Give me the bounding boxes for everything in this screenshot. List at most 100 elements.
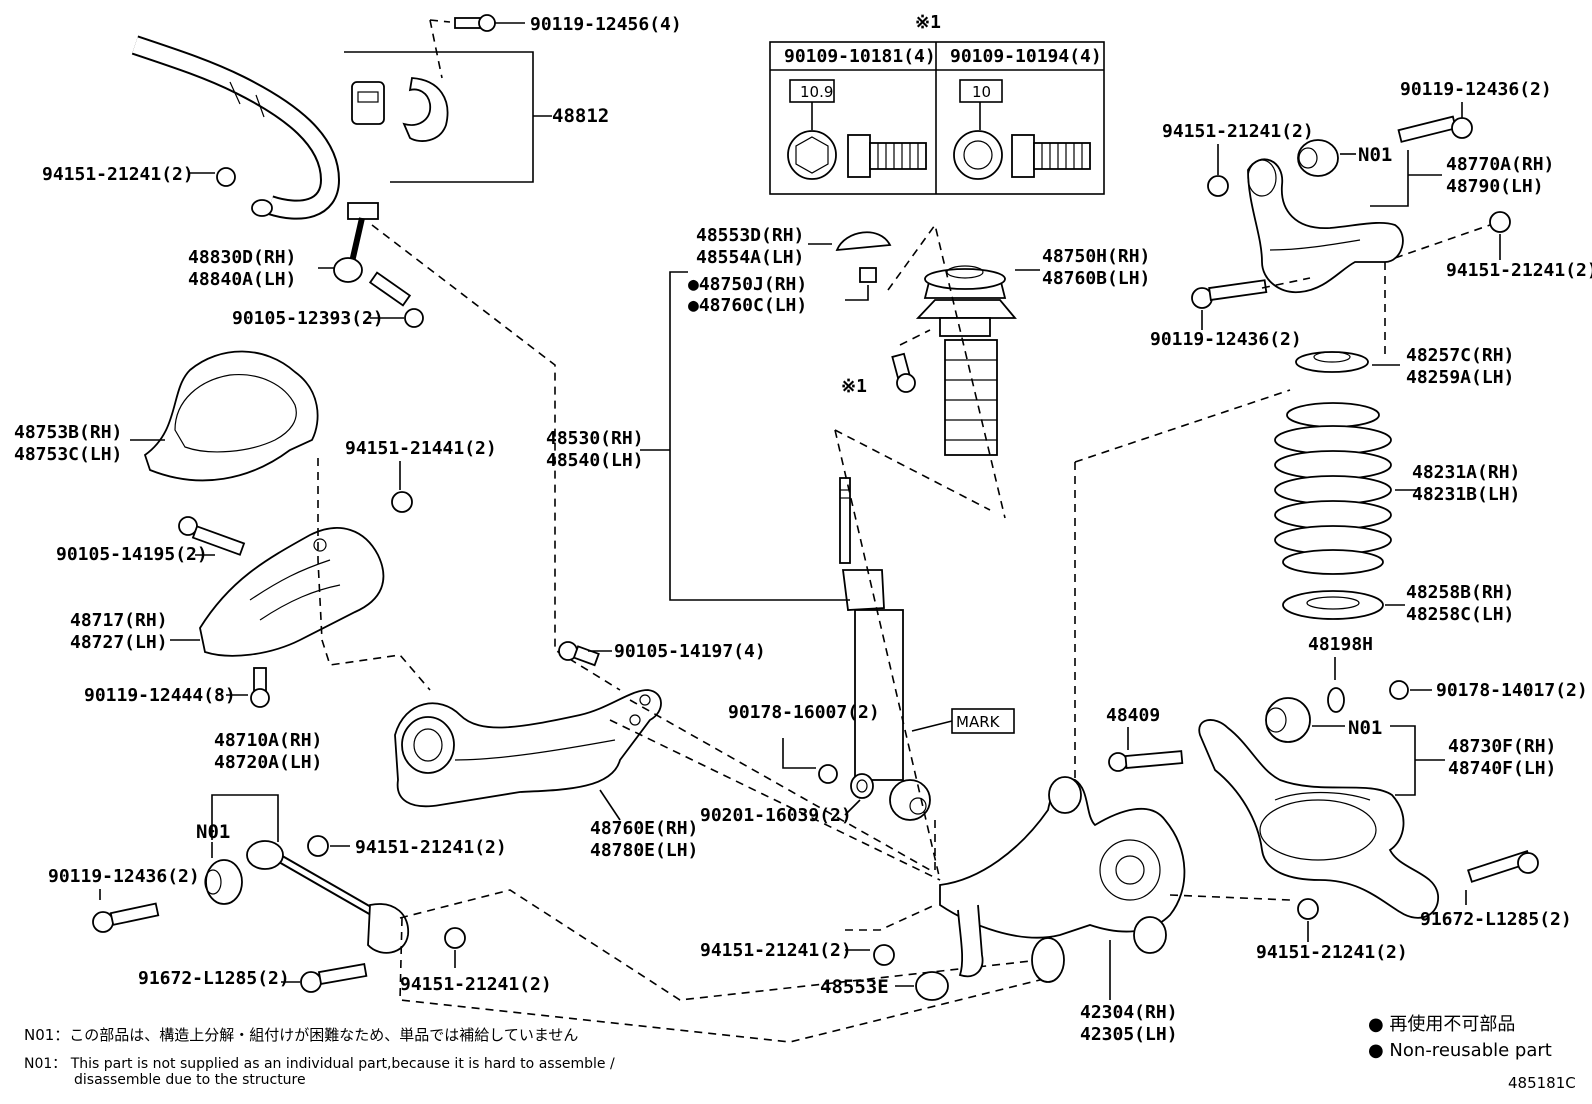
table-header-1: 90109-10181(4) bbox=[784, 46, 936, 67]
assembly-dashed-line bbox=[399, 889, 1041, 1001]
upper-control-arm bbox=[394, 689, 662, 808]
part-48760e: 48760E(RH) bbox=[590, 818, 698, 839]
assembly-dashed-line bbox=[629, 699, 931, 871]
part-90119-12436: 90119-12436(2) bbox=[1150, 329, 1302, 350]
flange-bolt-icon bbox=[847, 134, 927, 178]
stabilizer-link bbox=[333, 202, 379, 283]
nut-icon bbox=[873, 944, 895, 966]
part-42304: 42304(RH) bbox=[1080, 1002, 1178, 1023]
part-94151-21241: 94151-21241(2) bbox=[400, 974, 552, 995]
assembly-dashed-line bbox=[371, 224, 621, 691]
bushing-icon bbox=[1297, 139, 1339, 177]
lower-control-arm bbox=[1198, 719, 1439, 919]
assembly-dashed-line bbox=[1394, 224, 1491, 259]
nut-icon bbox=[307, 835, 329, 857]
part-94151-21241: 94151-21241(2) bbox=[1446, 260, 1592, 281]
mark-label: MARK bbox=[956, 713, 1001, 731]
part-91672-l1285: 91672-L1285(2) bbox=[138, 968, 290, 989]
toe-control-arm bbox=[246, 840, 409, 954]
assembly-dashed-line bbox=[887, 223, 1006, 519]
part-48750j: ●48750J(RH) bbox=[688, 274, 807, 295]
part-48812: 48812 bbox=[552, 105, 609, 127]
bolt-table: ※1 90109-10181(4) 90109-10194(4) 10.9 10 bbox=[769, 12, 1105, 195]
stabilizer-bracket bbox=[402, 77, 449, 142]
note-japanese: N01：この部品は、構造上分解・組付けが困難なため、単品では補給していません bbox=[24, 1026, 578, 1044]
part-48259a: 48259A(LH) bbox=[1406, 367, 1514, 388]
part-48554a: 48554A(LH) bbox=[696, 247, 804, 268]
bump-stopper-cap bbox=[835, 231, 892, 252]
nut-icon bbox=[1297, 898, 1319, 920]
shock-upper-mount bbox=[915, 265, 1017, 456]
part-48727: 48727(LH) bbox=[70, 632, 168, 653]
part-90178-14017: 90178-14017(2) bbox=[1436, 680, 1588, 701]
nut-icon bbox=[1207, 175, 1229, 197]
part-48780e: 48780E(LH) bbox=[590, 840, 698, 861]
leader-bracket bbox=[211, 794, 279, 842]
assembly-dashed-line bbox=[834, 429, 941, 881]
shock-absorber bbox=[839, 477, 931, 821]
bolt-icon bbox=[891, 352, 916, 393]
part-48710a: 48710A(RH) bbox=[214, 730, 322, 751]
part-48540: 48540(LH) bbox=[546, 450, 644, 471]
part-90119-12436: 90119-12436(2) bbox=[48, 866, 200, 887]
part-48720a: 48720A(LH) bbox=[214, 752, 322, 773]
bolt-icon bbox=[1108, 750, 1184, 772]
washer-icon bbox=[850, 773, 874, 799]
part-48231b: 48231B(LH) bbox=[1412, 484, 1520, 505]
part-94151-21241: 94151-21241(2) bbox=[42, 164, 194, 185]
part-48730f: 48730F(RH) bbox=[1448, 736, 1556, 757]
part-48753c: 48753C(LH) bbox=[14, 444, 122, 465]
part-48231a: 48231A(RH) bbox=[1412, 462, 1520, 483]
bolt-icon bbox=[178, 516, 246, 556]
assembly-dashed-line bbox=[834, 429, 991, 511]
nut-icon bbox=[1489, 211, 1511, 233]
part-48753b: 48753B(RH) bbox=[14, 422, 122, 443]
bolt-head-icon bbox=[787, 130, 837, 180]
nut-icon bbox=[818, 764, 838, 784]
assembly-dashed-line bbox=[609, 719, 941, 881]
part-48198h: 48198H bbox=[1308, 634, 1373, 655]
round-head-icon bbox=[963, 140, 993, 170]
note-english-line2: disassemble due to the structure bbox=[74, 1072, 306, 1088]
n01-label: N01 bbox=[196, 821, 230, 843]
bolt-icon bbox=[454, 14, 496, 32]
part-48760b: 48760B(LH) bbox=[1042, 268, 1150, 289]
table-header-2: 90109-10194(4) bbox=[950, 46, 1102, 67]
part-48258c: 48258C(LH) bbox=[1406, 604, 1514, 625]
part-48840a: 48840A(LH) bbox=[188, 269, 296, 290]
part-90201-16039: 90201-16039(2) bbox=[700, 805, 852, 826]
steering-knuckle bbox=[939, 776, 1186, 983]
part-48830d: 48830D(RH) bbox=[188, 247, 296, 268]
part-90178-16007: 90178-16007(2) bbox=[728, 702, 880, 723]
grade-box-2 bbox=[959, 79, 1003, 103]
bolt-icon bbox=[92, 902, 160, 933]
bolt-head-icon bbox=[953, 130, 1003, 180]
part-90105-14197: 90105-14197(4) bbox=[614, 641, 766, 662]
leader-dashed bbox=[429, 19, 451, 79]
flange-bolt-icon bbox=[1011, 134, 1091, 178]
leader-line bbox=[844, 799, 861, 816]
leader-bracket bbox=[669, 271, 850, 601]
nut-icon bbox=[859, 267, 877, 283]
clip-icon bbox=[1327, 687, 1345, 713]
part-94151-21241: 94151-21241(2) bbox=[1256, 942, 1408, 963]
part-48530: 48530(RH) bbox=[546, 428, 644, 449]
assembly-dashed-line bbox=[899, 329, 931, 346]
assembly-dashed-line bbox=[845, 904, 936, 931]
bracket-frame bbox=[344, 51, 534, 183]
part-48790: 48790(LH) bbox=[1446, 176, 1544, 197]
nut-icon bbox=[391, 491, 413, 513]
leader-bracket bbox=[1370, 150, 1409, 207]
bolt-icon bbox=[300, 963, 368, 993]
leader-line bbox=[782, 738, 816, 769]
part-48553e: 48553E bbox=[820, 976, 889, 998]
bolt-ref-mark: ※1 bbox=[841, 376, 867, 397]
part-94151-21441: 94151-21441(2) bbox=[345, 438, 497, 459]
part-48258b: 48258B(RH) bbox=[1406, 582, 1514, 603]
diagram-id: 485181C bbox=[1508, 1074, 1576, 1092]
part-90105-14195: 90105-14195(2) bbox=[56, 544, 208, 565]
suspension-cover bbox=[143, 350, 319, 482]
bolt-icon bbox=[1191, 279, 1268, 309]
n01-label: N01 bbox=[1348, 717, 1382, 739]
bolt-icon bbox=[1397, 115, 1473, 143]
